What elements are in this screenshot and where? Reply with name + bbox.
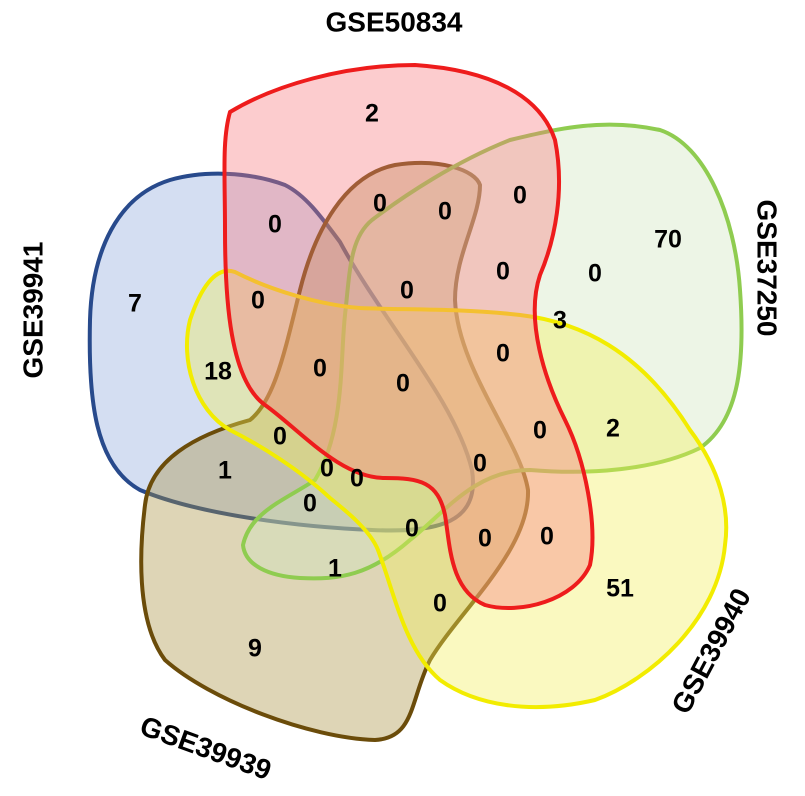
region-count: 0: [268, 211, 282, 239]
region-count: 0: [473, 450, 487, 478]
region-count: 0: [251, 287, 265, 315]
region-count: 0: [303, 490, 317, 518]
region-count: 0: [540, 523, 554, 551]
set-label-gse39939: GSE39939: [136, 710, 275, 786]
set-shape-gse37250: [240, 122, 744, 581]
region-count: 0: [373, 190, 387, 218]
region-count: 0: [405, 515, 419, 543]
set-shape-gse39940: [185, 268, 729, 710]
region-count: 1: [218, 457, 232, 485]
region-count: 7: [128, 290, 142, 318]
set-shape-gse50834: [222, 62, 595, 610]
region-count: 0: [273, 423, 287, 451]
region-count: 0: [588, 260, 602, 288]
region-count: 0: [320, 455, 334, 483]
region-count: 3: [553, 307, 567, 335]
region-count: 0: [533, 417, 547, 445]
region-count: 0: [496, 340, 510, 368]
region-count: 0: [513, 182, 527, 210]
region-count: 51: [606, 575, 634, 603]
region-count: 0: [478, 525, 492, 553]
region-count: 2: [606, 415, 620, 443]
region-count: 0: [433, 590, 447, 618]
region-count: 0: [313, 355, 327, 383]
region-count: 0: [396, 370, 410, 398]
set-label-gse50834: GSE50834: [326, 6, 463, 37]
region-count: 18: [204, 358, 232, 386]
region-count: 0: [496, 258, 510, 286]
region-count: 0: [350, 465, 364, 493]
set-label-gse39941: GSE39941: [17, 242, 48, 379]
region-count: 2: [365, 100, 379, 128]
set-shape-gse39941: [87, 171, 475, 533]
region-count: 9: [248, 635, 262, 663]
set-shape-gse39939: [139, 160, 531, 743]
region-count: 1: [328, 555, 342, 583]
region-count: 0: [438, 198, 452, 226]
region-count: 0: [400, 277, 414, 305]
set-label-gse37250: GSE37250: [752, 200, 783, 337]
region-count: 70: [654, 226, 682, 254]
